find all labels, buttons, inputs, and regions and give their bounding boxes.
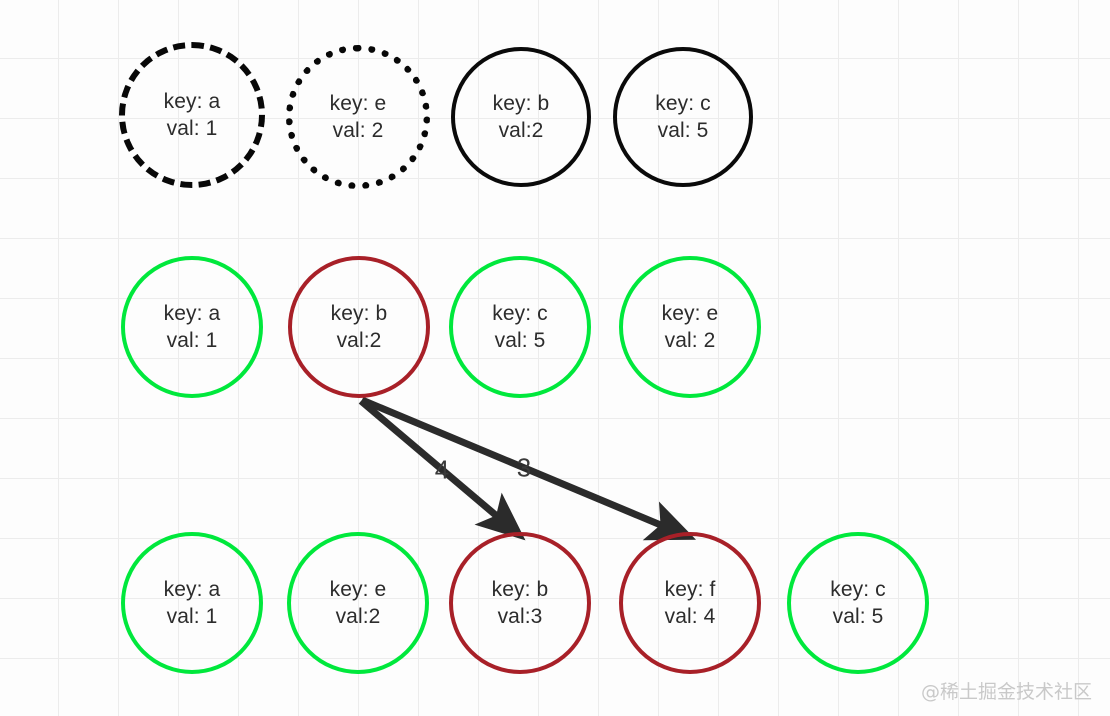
watermark: @稀土掘金技术社区 xyxy=(920,681,1092,703)
node-key-label: key: b xyxy=(491,577,549,601)
node-key-label: key: c xyxy=(830,577,886,601)
node-val-label: val: 1 xyxy=(166,605,218,628)
node-key-label: key: e xyxy=(329,91,387,115)
node-keya-row-2[interactable]: key: a val: 1 xyxy=(121,256,263,398)
node-keya-row-1[interactable]: key: a val: 1 xyxy=(119,42,265,188)
node-val-label: val: 4 xyxy=(664,605,716,628)
node-val-label: val:2 xyxy=(335,605,381,628)
node-keye-row-1[interactable]: key: e val: 2 xyxy=(286,45,430,189)
node-keyc-row-1[interactable]: key: c val: 5 xyxy=(613,47,753,187)
arrow-to-f-val4-weight-label: 3 xyxy=(516,452,532,483)
node-key-label: key: a xyxy=(163,577,221,601)
node-keyb-row-3[interactable]: key: b val:3 xyxy=(449,532,591,674)
node-keyc-row-2[interactable]: key: c val: 5 xyxy=(449,256,591,398)
node-keyf-row-3[interactable]: key: f val: 4 xyxy=(619,532,761,674)
node-val-label: val: 5 xyxy=(832,605,884,628)
node-key-label: key: a xyxy=(163,301,221,325)
node-key-label: key: f xyxy=(664,577,716,601)
node-val-label: val:2 xyxy=(336,329,382,352)
node-val-label: val: 2 xyxy=(664,329,716,352)
node-key-label: key: e xyxy=(661,301,719,325)
node-val-label: val: 1 xyxy=(166,329,218,352)
node-val-label: val: 5 xyxy=(494,329,546,352)
node-key-label: key: c xyxy=(655,91,711,115)
node-key-label: key: e xyxy=(329,577,387,601)
arrow-to-b-val3-weight-label: 4 xyxy=(434,454,450,485)
node-keyb-row-2[interactable]: key: b val:2 xyxy=(288,256,430,398)
node-keya-row-3[interactable]: key: a val: 1 xyxy=(121,532,263,674)
node-val-label: val:2 xyxy=(498,119,544,142)
node-key-label: key: b xyxy=(492,91,550,115)
node-key-label: key: b xyxy=(330,301,388,325)
node-val-label: val:3 xyxy=(497,605,543,628)
node-key-label: key: a xyxy=(163,89,221,113)
node-val-label: val: 5 xyxy=(657,119,709,142)
node-keyc-row-3[interactable]: key: c val: 5 xyxy=(787,532,929,674)
node-keye-row-2[interactable]: key: e val: 2 xyxy=(619,256,761,398)
node-key-label: key: c xyxy=(492,301,548,325)
node-val-label: val: 2 xyxy=(332,119,384,142)
node-keye-row-3[interactable]: key: e val:2 xyxy=(287,532,429,674)
node-keyb-row-1[interactable]: key: b val:2 xyxy=(451,47,591,187)
node-val-label: val: 1 xyxy=(166,117,218,140)
